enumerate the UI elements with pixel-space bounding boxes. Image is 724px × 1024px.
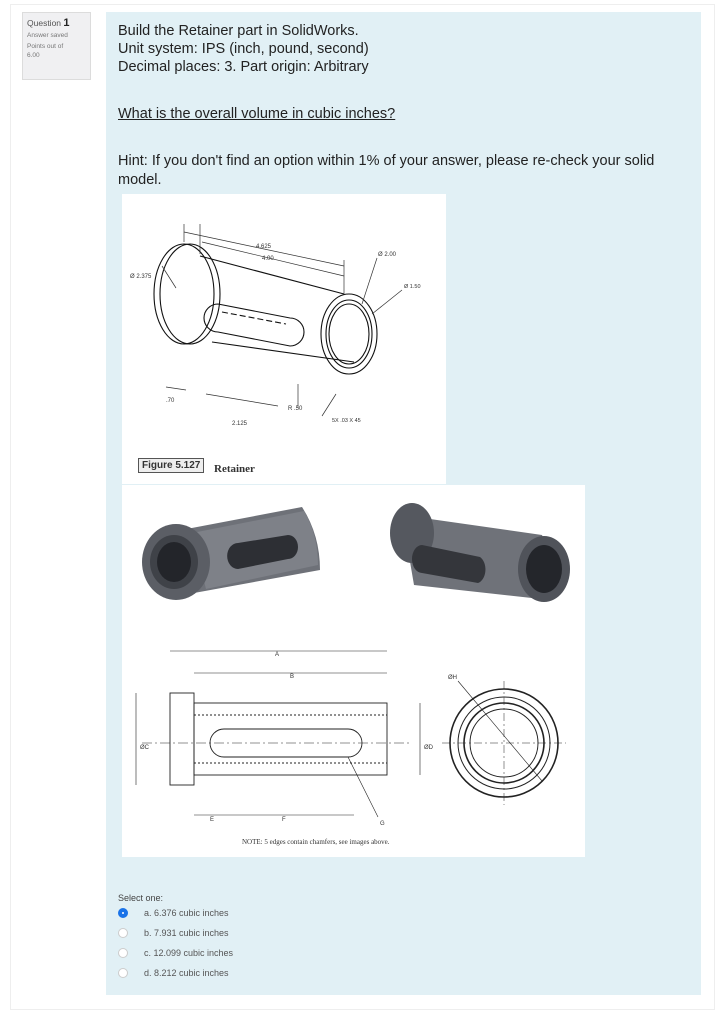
dim-slot-radius: R .50: [288, 406, 303, 412]
label-g: G: [380, 821, 385, 827]
ortho-side-view: [135, 650, 421, 818]
answer-label-d: d. 8.212 cubic inches: [144, 968, 229, 978]
label-d: ØD: [424, 745, 434, 751]
radio-d[interactable]: [118, 968, 128, 978]
render-left: [142, 507, 320, 600]
question-number: Question 1: [27, 17, 70, 29]
question-line-2: Unit system: IPS (inch, pound, second): [118, 41, 369, 57]
dim-slot-length: 2.125: [232, 421, 248, 427]
ortho-front-view: [442, 680, 566, 805]
question-text: Build the Retainer part in SolidWorks. U…: [118, 22, 693, 76]
dim-inner-diameter: Ø 1.50: [404, 284, 421, 290]
chamfer-note: NOTE: 5 edges contain chamfers, see imag…: [242, 838, 390, 846]
question-line-3: Decimal places: 3. Part origin: Arbitrar…: [118, 59, 369, 75]
dim-flange-thickness: .70: [166, 398, 175, 404]
label-b: B: [290, 674, 294, 680]
label-f: F: [282, 817, 286, 823]
figure-retainer-renders: A B ØC ØD E F G ØH NOTE: 5 edges contain…: [122, 485, 585, 857]
figure-caption: Figure 5.127: [138, 458, 205, 473]
dim-flange-diameter: Ø 2.375: [130, 274, 152, 280]
hint-text: Hint: If you don't find an option within…: [118, 153, 655, 188]
dim-chamfer: 5X .03 X 45: [332, 418, 361, 424]
points-label: Points out of: [27, 43, 64, 50]
answer-label-a: a. 6.376 cubic inches: [144, 908, 229, 918]
label-a: A: [275, 652, 279, 658]
label-c: ØC: [140, 745, 150, 751]
figure-retainer-drawing: 4.625 4.00 Ø 2.375 Ø 2.00 Ø 1.50 .70 2.1…: [122, 194, 446, 484]
render-right: [390, 503, 570, 602]
answer-label-c: c. 12.099 cubic inches: [144, 948, 234, 958]
answer-option-b[interactable]: b. 7.931 cubic inches: [118, 925, 229, 941]
radio-a[interactable]: [118, 908, 128, 918]
question-prompt: What is the overall volume in cubic inch…: [118, 106, 396, 122]
dim-outer-diameter: Ø 2.00: [378, 252, 397, 258]
points-value: 6.00: [27, 52, 40, 59]
figure-title: Retainer: [214, 463, 255, 475]
answer-option-c[interactable]: c. 12.099 cubic inches: [118, 945, 233, 961]
question-status: Answer saved: [27, 32, 68, 39]
label-e: E: [210, 817, 214, 823]
retainer-renders-and-orthographic: A B ØC ØD E F G ØH: [135, 503, 570, 827]
radio-c[interactable]: [118, 948, 128, 958]
question-panel: Build the Retainer part in SolidWorks. U…: [106, 12, 701, 995]
question-line-1: Build the Retainer part in SolidWorks.: [118, 23, 359, 39]
label-h: ØH: [448, 675, 457, 681]
page-frame: [10, 4, 715, 1010]
retainer-isometric-drawing: 4.625 4.00 Ø 2.375 Ø 2.00 Ø 1.50 .70 2.1…: [130, 224, 421, 427]
dim-overall-length: 4.625: [256, 244, 272, 250]
radio-b[interactable]: [118, 928, 128, 938]
answer-label-b: b. 7.931 cubic inches: [144, 928, 229, 938]
answer-option-a[interactable]: a. 6.376 cubic inches: [118, 905, 229, 921]
dim-body-length: 4.00: [262, 256, 274, 262]
answer-option-d[interactable]: d. 8.212 cubic inches: [118, 965, 229, 981]
question-info: Question 1 Answer saved Points out of 6.…: [22, 12, 91, 80]
select-one-label: Select one:: [118, 893, 164, 903]
